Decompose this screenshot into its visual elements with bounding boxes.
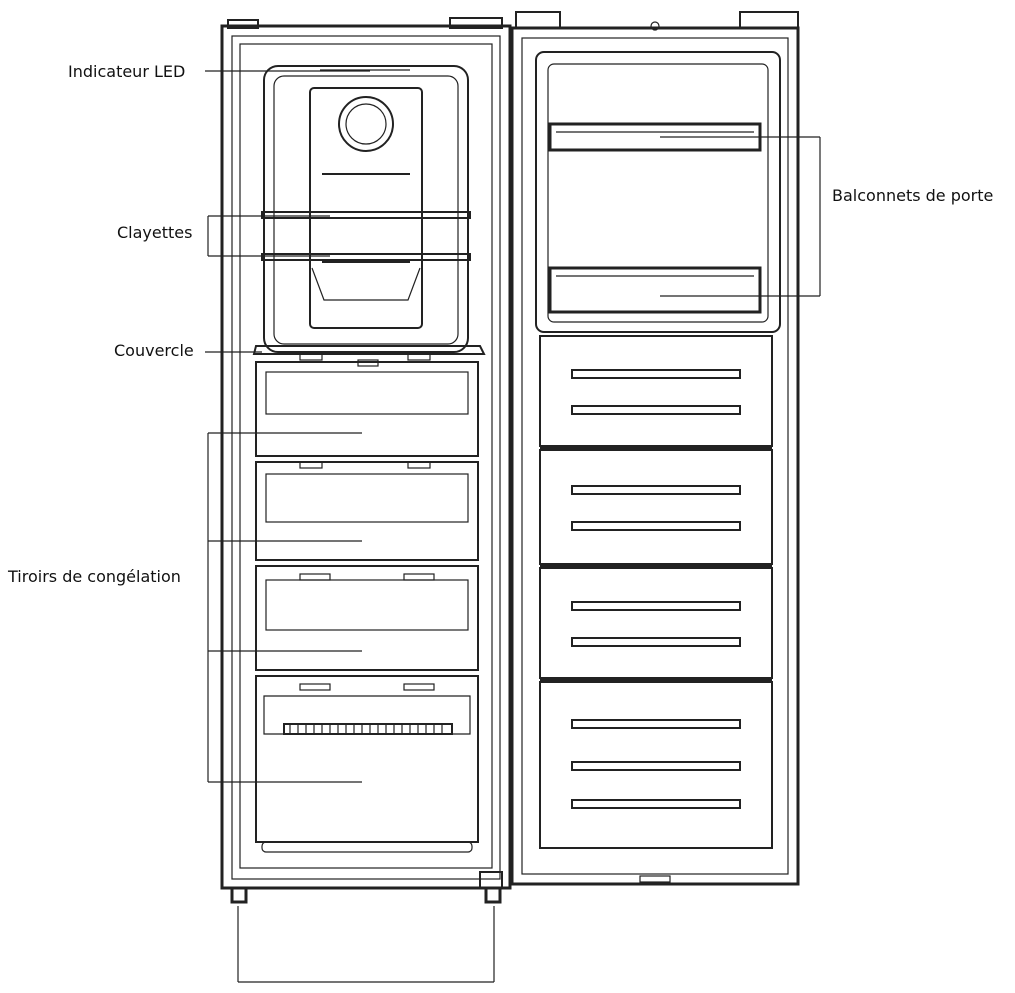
drawer-4-window (263, 695, 471, 735)
foot-left (230, 886, 248, 904)
drawer-clip (407, 461, 431, 469)
rear-panel (309, 87, 423, 329)
door (510, 11, 800, 886)
door-panel-3 (539, 567, 773, 679)
door-top-tab (739, 11, 799, 29)
label-shelves: Clayettes (117, 223, 192, 242)
lid-clip (299, 353, 323, 361)
door-top-tab (515, 11, 561, 29)
door-body (510, 26, 800, 886)
fan-ring-inner (345, 103, 387, 145)
label-led-indicator: Indicateur LED (68, 62, 185, 81)
drawer-clip (299, 683, 331, 691)
door-frame (521, 37, 789, 875)
cabinet-body (220, 24, 512, 890)
top-hinge-left (227, 19, 259, 29)
top-hinge-right (449, 17, 503, 29)
cabinet-liner (239, 43, 493, 869)
foot-right (484, 886, 502, 904)
drawer-clip (299, 573, 331, 581)
drawer-3-window (265, 579, 469, 631)
door-upper-liner (535, 51, 781, 333)
label-freezer-drawers: Tiroirs de congélation (7, 567, 181, 586)
drawer-4-vent (283, 723, 453, 735)
drawer-clip (299, 461, 323, 469)
drawer-4-vent-slats (289, 724, 443, 734)
label-lid: Couvercle (114, 341, 194, 360)
fan-ring-outer (338, 96, 394, 152)
label-door-balconies: Balconnets de porte (832, 186, 993, 205)
panel-base (311, 267, 421, 301)
drawer-2 (255, 461, 479, 561)
door-panel-2 (539, 449, 773, 565)
door-upper-inner (547, 63, 769, 323)
door-panel-4 (539, 681, 773, 849)
lid (252, 345, 486, 355)
door-hinge-hole (650, 21, 660, 31)
drawer-2-window (265, 473, 469, 523)
drawer-1-window (265, 371, 469, 415)
drawer-clip (403, 573, 435, 581)
door-rails (571, 369, 741, 809)
upper-compartment (263, 65, 469, 353)
leader-lines (205, 70, 821, 983)
shelf-lower (261, 253, 471, 261)
drawer-1 (255, 361, 479, 457)
upper-compartment-inner (273, 75, 459, 345)
drawer-3 (255, 565, 479, 671)
door-panel-1 (539, 335, 773, 447)
door-balcony-lower (548, 266, 762, 314)
cabinet-inner-frame (231, 35, 501, 880)
door-bottom-clip (639, 875, 671, 883)
lid-clip (407, 353, 431, 361)
shelf-upper (261, 211, 471, 219)
cabinet-floor (261, 841, 473, 853)
drawer-clip (403, 683, 435, 691)
hinge-bottom (479, 871, 503, 889)
drawer-4 (255, 675, 479, 843)
cabinet (220, 17, 512, 904)
